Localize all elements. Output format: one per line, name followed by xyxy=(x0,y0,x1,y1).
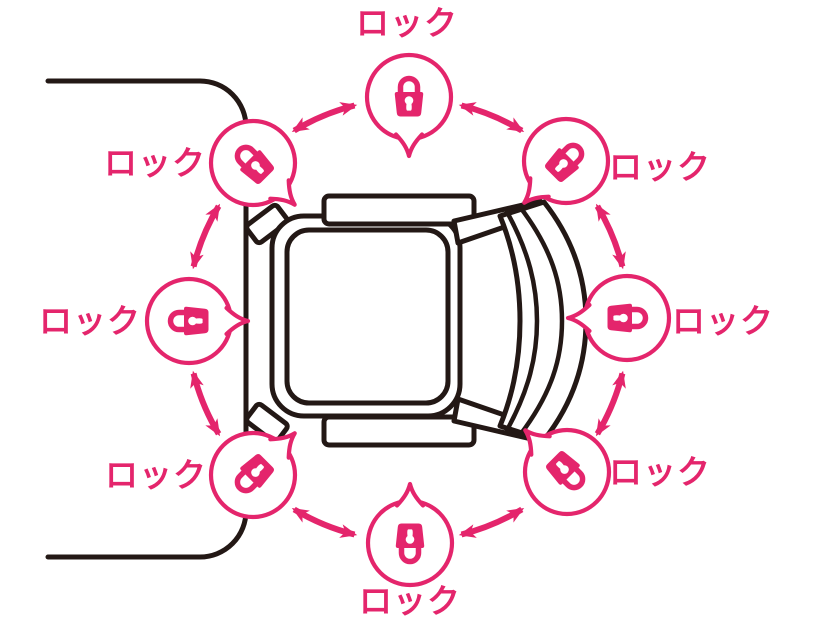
lock-bubble-right xyxy=(565,273,672,363)
arrow-right-to-bottomright xyxy=(594,370,626,437)
lock-label-right: ロック xyxy=(672,301,774,341)
arrow-bottom-to-bottomleft xyxy=(291,506,358,538)
lock-label-top-right: ロック xyxy=(609,147,711,187)
arrow-topright-to-right xyxy=(594,203,626,270)
lock-bubble-top xyxy=(364,52,454,159)
lock-label-top-left: ロック xyxy=(104,143,206,183)
lock-label-left: ロック xyxy=(39,301,141,341)
chair-armrest-lower xyxy=(321,414,477,448)
rotation-arrows xyxy=(190,102,626,538)
chair-armrest-upper xyxy=(321,193,477,227)
lock-label-bottom-left: ロック xyxy=(105,455,207,495)
lock-label-bottom-right: ロック xyxy=(609,452,711,492)
lock-label-top: ロック xyxy=(356,3,458,43)
lock-bubble-bottom xyxy=(365,481,455,588)
arrow-bottomleft-to-left xyxy=(190,370,222,437)
arrow-bottomright-to-bottom xyxy=(458,506,525,538)
chair-backrest-slat-outer xyxy=(517,204,565,438)
lock-bubble-bottom-left xyxy=(208,430,298,520)
lock-bubble-bottom-right xyxy=(522,427,612,517)
lock-bubble-top-right xyxy=(521,116,611,206)
office-chair-top-view xyxy=(244,193,589,448)
lock-bubble-left xyxy=(144,276,251,366)
chair-seat-cushion xyxy=(284,227,451,406)
arrow-left-to-topleft xyxy=(190,203,222,270)
arrow-topleft-to-top xyxy=(291,102,358,134)
chair-backrest-slat-inner xyxy=(504,209,540,433)
lock-bubble-top-left xyxy=(208,118,298,208)
lock-label-bottom: ロック xyxy=(359,581,461,621)
arrow-top-to-topright xyxy=(458,102,525,134)
